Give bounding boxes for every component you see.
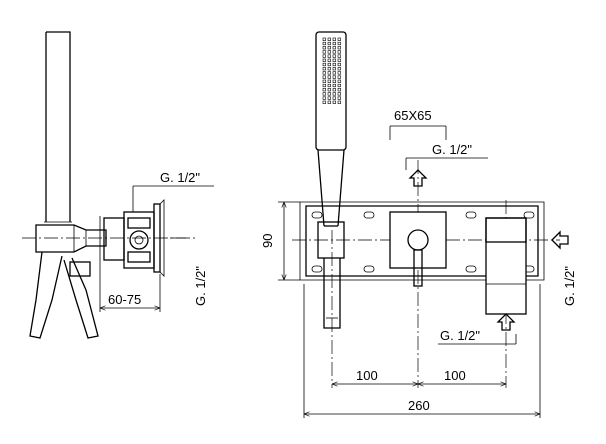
nozzle xyxy=(322,37,326,41)
nozzle xyxy=(327,67,331,71)
plate-height-label: 90 xyxy=(260,234,275,248)
inlet-right-label: G. 1/2" xyxy=(562,266,577,306)
nozzle xyxy=(327,83,331,88)
nozzle xyxy=(337,71,341,75)
cover-size-label: 65X65 xyxy=(394,108,432,123)
nozzle xyxy=(322,71,326,75)
nozzle xyxy=(322,75,326,79)
nozzle xyxy=(322,79,326,83)
nozzle xyxy=(322,50,326,54)
nozzle xyxy=(337,88,341,92)
nozzle xyxy=(322,62,326,67)
nozzle xyxy=(327,41,331,46)
side-thread-vertical-label: G. 1/2" xyxy=(193,266,208,306)
nozzle xyxy=(322,96,326,100)
nozzle xyxy=(337,41,341,46)
nozzle xyxy=(322,67,326,71)
nozzle xyxy=(327,71,331,75)
nozzle xyxy=(337,100,341,104)
nozzle xyxy=(337,62,341,67)
nozzle xyxy=(332,96,336,100)
nozzle xyxy=(337,79,341,83)
nozzle xyxy=(327,75,331,79)
nozzle xyxy=(332,79,336,83)
nozzle xyxy=(337,96,341,100)
nozzle xyxy=(327,62,331,67)
front-view: 65X65 G. 1/2" G. 1/2" G. 1/2" 90 100 100… xyxy=(260,31,577,418)
nozzle xyxy=(332,100,336,104)
nozzle xyxy=(327,88,331,92)
overall-width-label: 260 xyxy=(408,398,430,413)
nozzle xyxy=(332,54,336,58)
nozzle xyxy=(337,92,341,96)
nozzle xyxy=(332,50,336,54)
nozzle xyxy=(322,88,326,92)
nozzle xyxy=(327,100,331,104)
nozzle xyxy=(337,46,341,50)
nozzle xyxy=(327,58,331,62)
nozzle xyxy=(337,83,341,88)
nozzle xyxy=(332,83,336,88)
nozzle xyxy=(337,50,341,54)
nozzle xyxy=(337,58,341,62)
nozzle xyxy=(332,88,336,92)
nozzle xyxy=(337,54,341,58)
nozzle xyxy=(327,37,331,41)
nozzle xyxy=(332,67,336,71)
side-thread-top-label: G. 1/2" xyxy=(160,170,200,185)
nozzle xyxy=(337,67,341,71)
nozzle xyxy=(337,75,341,79)
nozzle xyxy=(322,46,326,50)
nozzle xyxy=(332,92,336,96)
nozzle xyxy=(327,46,331,50)
nozzle xyxy=(332,58,336,62)
nozzle xyxy=(322,83,326,88)
nozzle xyxy=(332,46,336,50)
arrow-up-icon xyxy=(408,169,428,187)
nozzle xyxy=(322,58,326,62)
nozzle xyxy=(332,75,336,79)
nozzle xyxy=(322,54,326,58)
side-view: G. 1/2" G. 1/2" 60-75 xyxy=(22,31,214,339)
nozzle xyxy=(327,50,331,54)
nozzle xyxy=(322,41,326,46)
shower-head-nozzles xyxy=(322,37,341,104)
spacing-left-label: 100 xyxy=(356,368,378,383)
nozzle xyxy=(322,92,326,96)
spacing-right-label: 100 xyxy=(444,368,466,383)
nozzle xyxy=(327,54,331,58)
side-depth-label: 60-75 xyxy=(108,292,141,307)
nozzle xyxy=(327,79,331,83)
nozzle xyxy=(327,92,331,96)
nozzle xyxy=(332,71,336,75)
nozzle xyxy=(337,37,341,41)
nozzle xyxy=(322,100,326,104)
inlet-top-label: G. 1/2" xyxy=(432,142,472,157)
arrow-up-icon-bottom xyxy=(496,313,516,331)
inlet-bottom-label: G. 1/2" xyxy=(440,328,480,343)
nozzle xyxy=(327,96,331,100)
nozzle xyxy=(332,41,336,46)
nozzle xyxy=(332,37,336,41)
arrow-left-icon xyxy=(551,230,569,250)
nozzle xyxy=(332,62,336,67)
